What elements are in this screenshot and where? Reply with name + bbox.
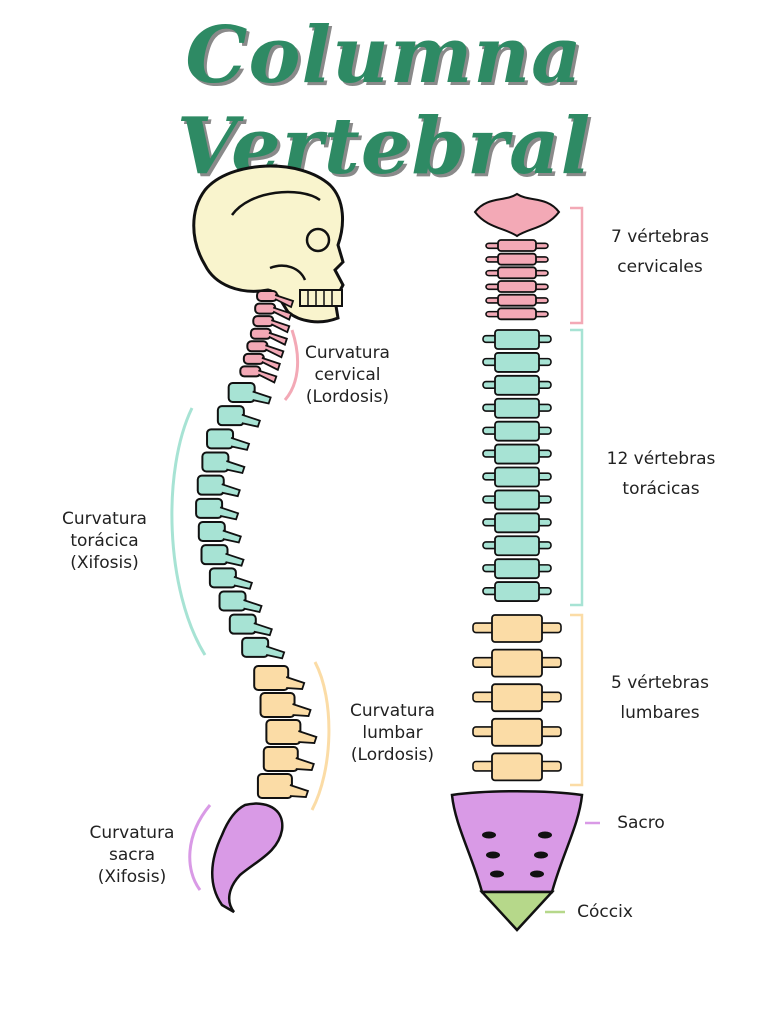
front-vertebra [482,374,552,396]
label-cervical-count: 7 vértebras cervicales [600,222,720,282]
label-thoracic-curve: Curvatura torácica (Xifosis) [52,508,157,574]
label-lumbar-curve: Curvatura lumbar (Lordosis) [340,700,445,766]
side-vertebra [265,719,318,745]
label-line: Curvatura [62,509,147,529]
front-vertebra [472,752,562,782]
side-vertebra [254,302,293,321]
page-title: Columna Vertebral [176,10,592,192]
side-vertebra [262,746,315,772]
label-line: 5 vértebras [611,673,709,693]
label-line: cervical [314,365,381,385]
front-vertebra [482,581,552,602]
side-vertebra [195,497,240,521]
bracket-thoracic-count [570,328,584,607]
front-vertebra [472,683,562,713]
side-vertebra [228,613,273,637]
side-sacrum [211,802,284,914]
atlas [473,192,561,238]
label-line: Curvatura [305,343,390,363]
front-vertebra [482,397,552,419]
bracket-cervical-curve [283,329,300,401]
front-vertebra [482,558,552,580]
front-vertebra [485,280,549,293]
label-line: 12 vértebras [606,449,716,469]
side-vertebra [216,405,261,428]
sacral-foramen [486,851,500,859]
front-vertebra [472,614,562,643]
side-vertebra [259,692,312,718]
label-line: Curvatura [350,701,435,721]
side-vertebra [242,352,281,372]
side-vertebra [256,773,310,799]
side-vertebra [246,340,285,359]
label-line: 7 vértebras [611,227,709,247]
front-vertebra [482,443,552,465]
sacral-foramen [538,831,552,839]
label-line: lumbar [362,723,423,743]
front-vertebra [482,489,552,511]
label-sacral-curve: Curvatura sacra (Xifosis) [82,822,182,888]
side-vertebra [197,521,242,544]
front-vertebra [485,307,549,321]
front-sacrum [450,790,584,894]
label-line: torácicas [622,479,700,499]
sacral-foramen [482,831,496,839]
side-spine [195,290,318,914]
front-vertebra [485,293,549,307]
bracket-cervical-count [570,206,584,325]
front-vertebra [482,352,552,373]
bracket-thoracic-curve [170,407,207,656]
front-vertebra [482,329,552,350]
front-spine [450,192,584,932]
bracket-sacral-curve [188,804,212,891]
front-vertebra [482,466,552,488]
sacral-foramen [490,870,504,878]
side-vertebra [227,382,272,405]
side-vertebra [256,290,295,309]
front-vertebra [485,252,549,266]
side-vertebra [208,567,254,590]
front-vertebra [472,717,562,747]
side-vertebra [252,315,291,334]
side-vertebra [218,590,263,614]
label-line: lumbares [620,703,700,723]
front-vertebra [482,420,552,442]
label-line: cervicales [617,257,703,277]
label-line: (Lordosis) [350,745,435,765]
side-vertebra [200,544,245,567]
side-vertebra [201,451,246,475]
front-vertebra [485,266,549,280]
label-line: (Lordosis) [305,387,390,407]
front-vertebra [485,239,549,252]
side-vertebra [196,474,241,498]
label-sacro: Sacro [617,813,665,833]
sacral-foramen [534,851,548,859]
front-vertebra [482,535,552,557]
label-line: Curvatura [89,823,175,843]
label-coccix: Cóccix [577,902,633,922]
label-thoracic-count: 12 vértebras torácicas [596,444,726,504]
bracket-lumbar-curve [310,661,331,811]
sacral-foramen [530,870,544,878]
label-line: torácica [70,531,139,551]
label-cervical-curve: Curvatura cervical (Lordosis) [300,342,395,408]
front-vertebra [472,648,562,678]
front-vertebra [482,512,552,534]
label-line: sacra [108,845,156,865]
side-vertebra [253,665,306,691]
label-line: (Xifosis) [70,553,139,573]
side-vertebra [241,636,286,660]
side-vertebra [239,365,278,384]
label-lumbar-count: 5 vértebras lumbares [600,668,720,728]
side-vertebra [249,327,289,346]
label-line: (Xifosis) [97,867,167,887]
bracket-lumbar-count [570,613,584,787]
front-coccyx [479,890,555,932]
side-vertebra [206,428,251,451]
skull [192,164,345,324]
